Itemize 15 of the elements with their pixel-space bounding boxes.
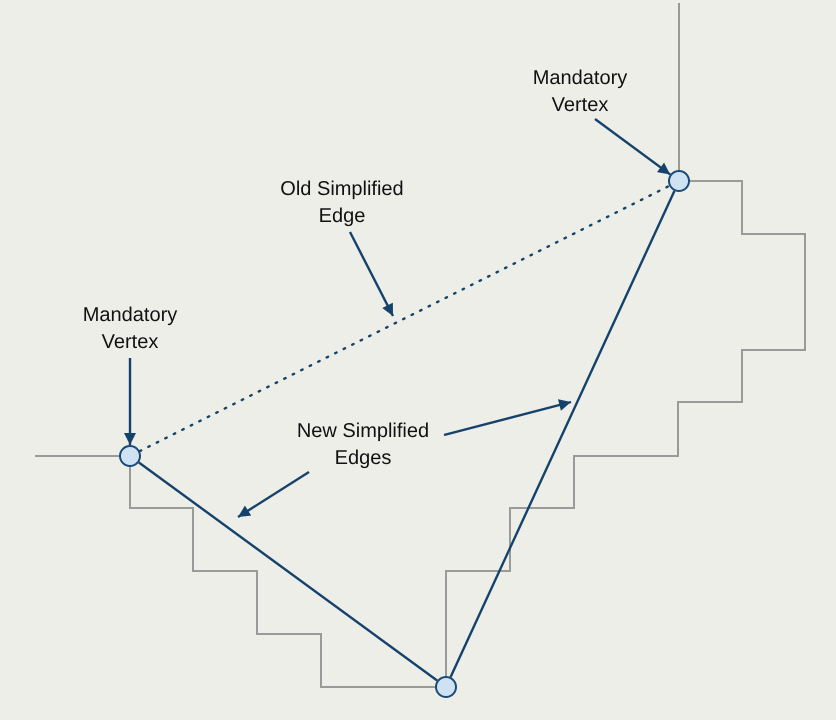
leader-arrow <box>444 399 572 436</box>
edge-line <box>138 462 438 682</box>
callout-label: New Simplified Edges <box>283 418 443 472</box>
vertex-circle <box>119 445 141 467</box>
edge-line <box>450 190 676 678</box>
callout-label: Mandatory Vertex <box>520 65 640 119</box>
vertex-circle <box>435 676 457 698</box>
leader-arrow <box>237 470 310 518</box>
dotted-edge-line <box>138 184 670 452</box>
leader-arrow <box>124 358 136 445</box>
vertex-circle <box>668 170 690 192</box>
callout-label: Old Simplified Edge <box>267 176 417 230</box>
leader-arrow <box>594 118 671 176</box>
leader-arrow <box>348 231 394 317</box>
callout-label: Mandatory Vertex <box>70 302 190 356</box>
